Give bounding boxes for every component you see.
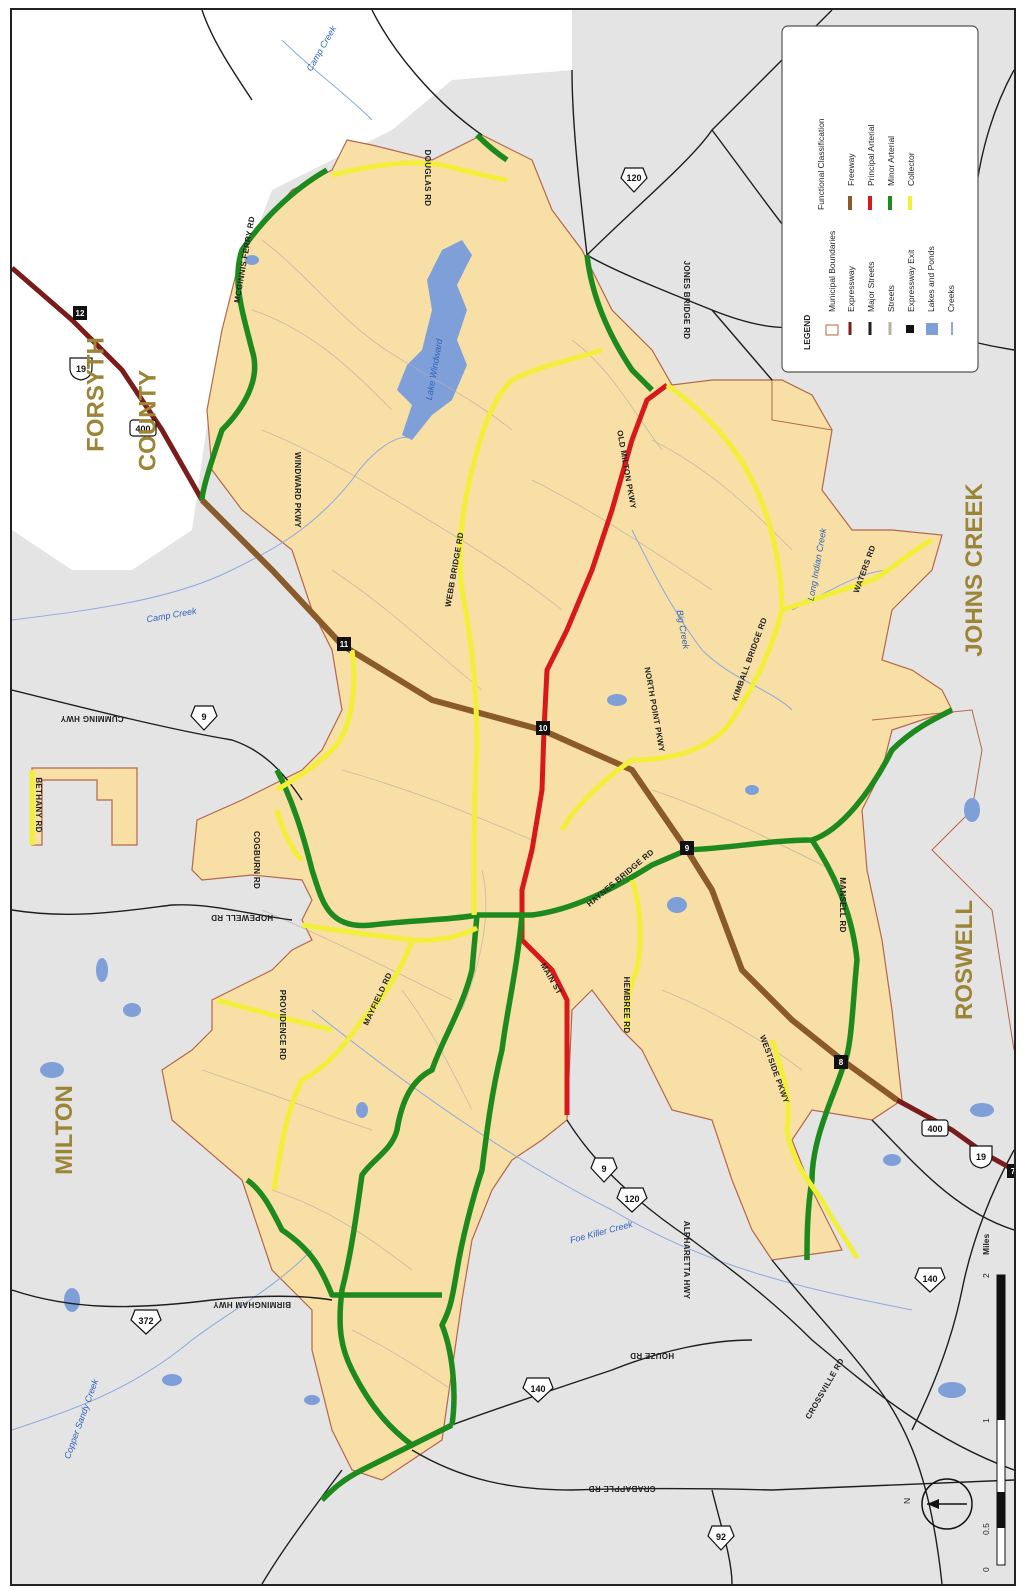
shield-ga9-mid: 9: [590, 1157, 618, 1183]
shield-ga400-top: 400: [129, 419, 157, 437]
creeks: [12, 39, 913, 1431]
legend-item-0: Municipal Boundaries: [827, 231, 837, 312]
collectors: [29, 160, 934, 1260]
legend-fc-item-1: Principal Arterial: [866, 124, 876, 186]
exit-7-label: 7: [1011, 1167, 1014, 1176]
map-canvas[interactable]: 19 400 120 9 9 120 400 19 140 140 372: [12, 10, 1014, 1584]
freeway-ga400: [199, 497, 899, 1103]
north-arrow-label: N: [902, 1498, 912, 1504]
shield-us19-bottom-label: 19: [976, 1152, 986, 1162]
exit-10-label: 10: [539, 724, 548, 733]
shield-ga9-top: 9: [190, 705, 218, 731]
shield-ga372: 372: [130, 1309, 162, 1335]
shield-ga140-b-label: 140: [530, 1384, 545, 1394]
label-cumming: CUMMING HWY: [60, 714, 124, 723]
label-providence: PROVIDENCE RD: [278, 990, 287, 1061]
exit-12-label: 12: [76, 309, 85, 318]
exit-8: 8: [834, 1055, 848, 1069]
shield-us19-top: 19: [69, 357, 93, 381]
shield-ga372-label: 372: [138, 1316, 153, 1326]
legend-swatch-lakes: [926, 323, 938, 335]
shield-ga120-top-label: 120: [626, 173, 641, 183]
label-hembree: HEMBREE RD: [622, 977, 631, 1034]
north-arrow: N: [902, 1478, 973, 1530]
shield-us19-top-label: 19: [76, 364, 86, 374]
shield-ga140-b: 140: [522, 1377, 554, 1403]
label-cogburn: COGBURN RD: [252, 831, 261, 889]
principal-arterial: [519, 383, 669, 1115]
shield-us19-bottom: 19: [969, 1145, 993, 1169]
freeway-ga400-outside-north: [12, 266, 205, 502]
legend-title: LEGEND: [802, 315, 812, 350]
exit-8-label: 8: [839, 1058, 844, 1067]
legend: LEGEND Municipal Boundaries Expressway M…: [781, 25, 979, 373]
place-milton: MILTON: [51, 1085, 78, 1175]
legend-item-2: Major Streets: [866, 261, 876, 312]
scale-tick-0: 0: [981, 1567, 991, 1572]
label-douglas: DOUGLAS RD: [423, 150, 432, 207]
label-alpharetta: ALPHARETTA HWY: [682, 1221, 691, 1300]
shield-ga9-mid-label: 9: [601, 1164, 606, 1174]
exit-11-label: 11: [340, 640, 349, 649]
shield-ga92: 92: [707, 1525, 735, 1551]
legend-item-1: Expressway: [846, 265, 856, 312]
shield-ga140-a: 140: [914, 1267, 946, 1293]
scale-tick-05: 0.5: [981, 1523, 991, 1535]
shield-ga400-top-label: 400: [135, 424, 150, 434]
exit-12: 12: [73, 306, 87, 320]
shield-ga120-mid: 120: [616, 1187, 648, 1213]
place-johns-creek: JOHNS CREEK: [961, 483, 988, 657]
shield-ga9-top-label: 9: [201, 712, 206, 722]
legend-fc-item-3: Collector: [906, 152, 916, 186]
label-hopewell: HOPEWELL RD: [211, 913, 273, 922]
exit-9-label: 9: [685, 844, 690, 853]
shield-ga120-mid-label: 120: [624, 1194, 639, 1204]
legend-item-5: Lakes and Ponds: [926, 246, 936, 312]
scale-tick-1: 1: [981, 1418, 991, 1423]
scale-tick-2: 2: [981, 1273, 991, 1278]
legend-fc-title: Functional Classification: [816, 118, 826, 210]
label-houze: HOUZE RD: [630, 1351, 674, 1360]
shield-ga92-label: 92: [716, 1532, 726, 1542]
city-exclave: [31, 767, 138, 846]
ponds: [40, 84, 994, 1405]
exit-7: 7: [1007, 1164, 1014, 1178]
freeway-ga400-outside-south: [895, 1097, 1014, 1173]
legend-item-6: Creeks: [946, 285, 956, 312]
johns-creek-boundary: [771, 380, 833, 431]
exit-9: 9: [680, 841, 694, 855]
shield-ga400-bottom: 400: [921, 1119, 949, 1137]
legend-item-3: Streets: [886, 285, 896, 312]
place-forsyth: FORSYTH: [83, 337, 110, 452]
place-county: COUNTY: [135, 370, 162, 471]
major-streets: [12, 10, 1014, 1584]
shield-ga120-top: 120: [620, 167, 648, 193]
scale-bar: Miles 0 0.5 1 2: [981, 1233, 1006, 1572]
exit-11: 11: [337, 637, 351, 651]
label-windward: WINDWARD PKWY: [293, 452, 302, 528]
legend-items: Municipal Boundaries Expressway Major St…: [816, 118, 956, 336]
map-frame: 19 400 120 9 9 120 400 19 140 140 372: [10, 8, 1016, 1586]
legend-swatch-boundary: [825, 324, 839, 336]
label-mansell: MANSELL RD: [838, 877, 847, 932]
place-roswell: ROSWELL: [951, 900, 978, 1020]
shield-ga140-a-label: 140: [922, 1274, 937, 1284]
legend-swatch-exit: [906, 325, 914, 333]
label-bethany: BETHANY RD: [34, 777, 43, 832]
local-streets: [201, 239, 833, 1391]
label-birmingham: BIRMINGHAM HWY: [213, 1300, 291, 1309]
legend-fc-item-0: Freeway: [846, 153, 856, 186]
scale-title: Miles: [981, 1233, 991, 1255]
legend-fc-item-2: Minor Arterial: [886, 136, 896, 186]
shield-ga400-bottom-label: 400: [927, 1124, 942, 1134]
city-boundary: [161, 134, 953, 1481]
minor-arterials: [199, 133, 954, 1502]
label-crabapple: CRABAPPLE RD: [588, 1484, 655, 1493]
legend-item-4: Expressway Exit: [906, 249, 916, 312]
exit-10: 10: [536, 721, 550, 735]
label-jones-bridge: JONES BRIDGE RD: [682, 261, 691, 340]
